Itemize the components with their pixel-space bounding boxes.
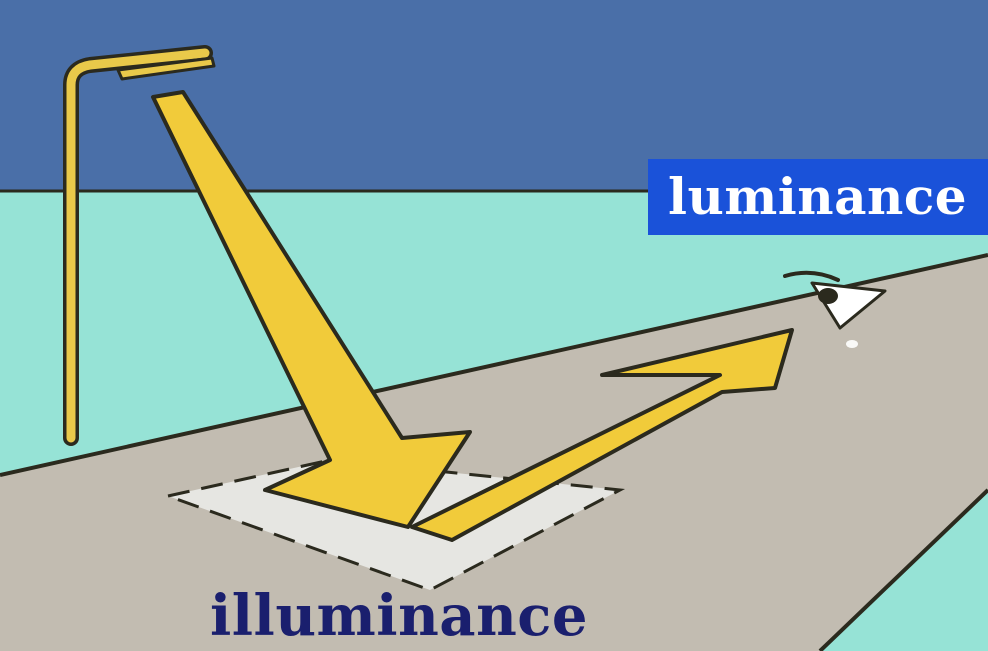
illuminance-label: illuminance <box>210 588 588 644</box>
luminance-label: luminance <box>668 172 967 222</box>
